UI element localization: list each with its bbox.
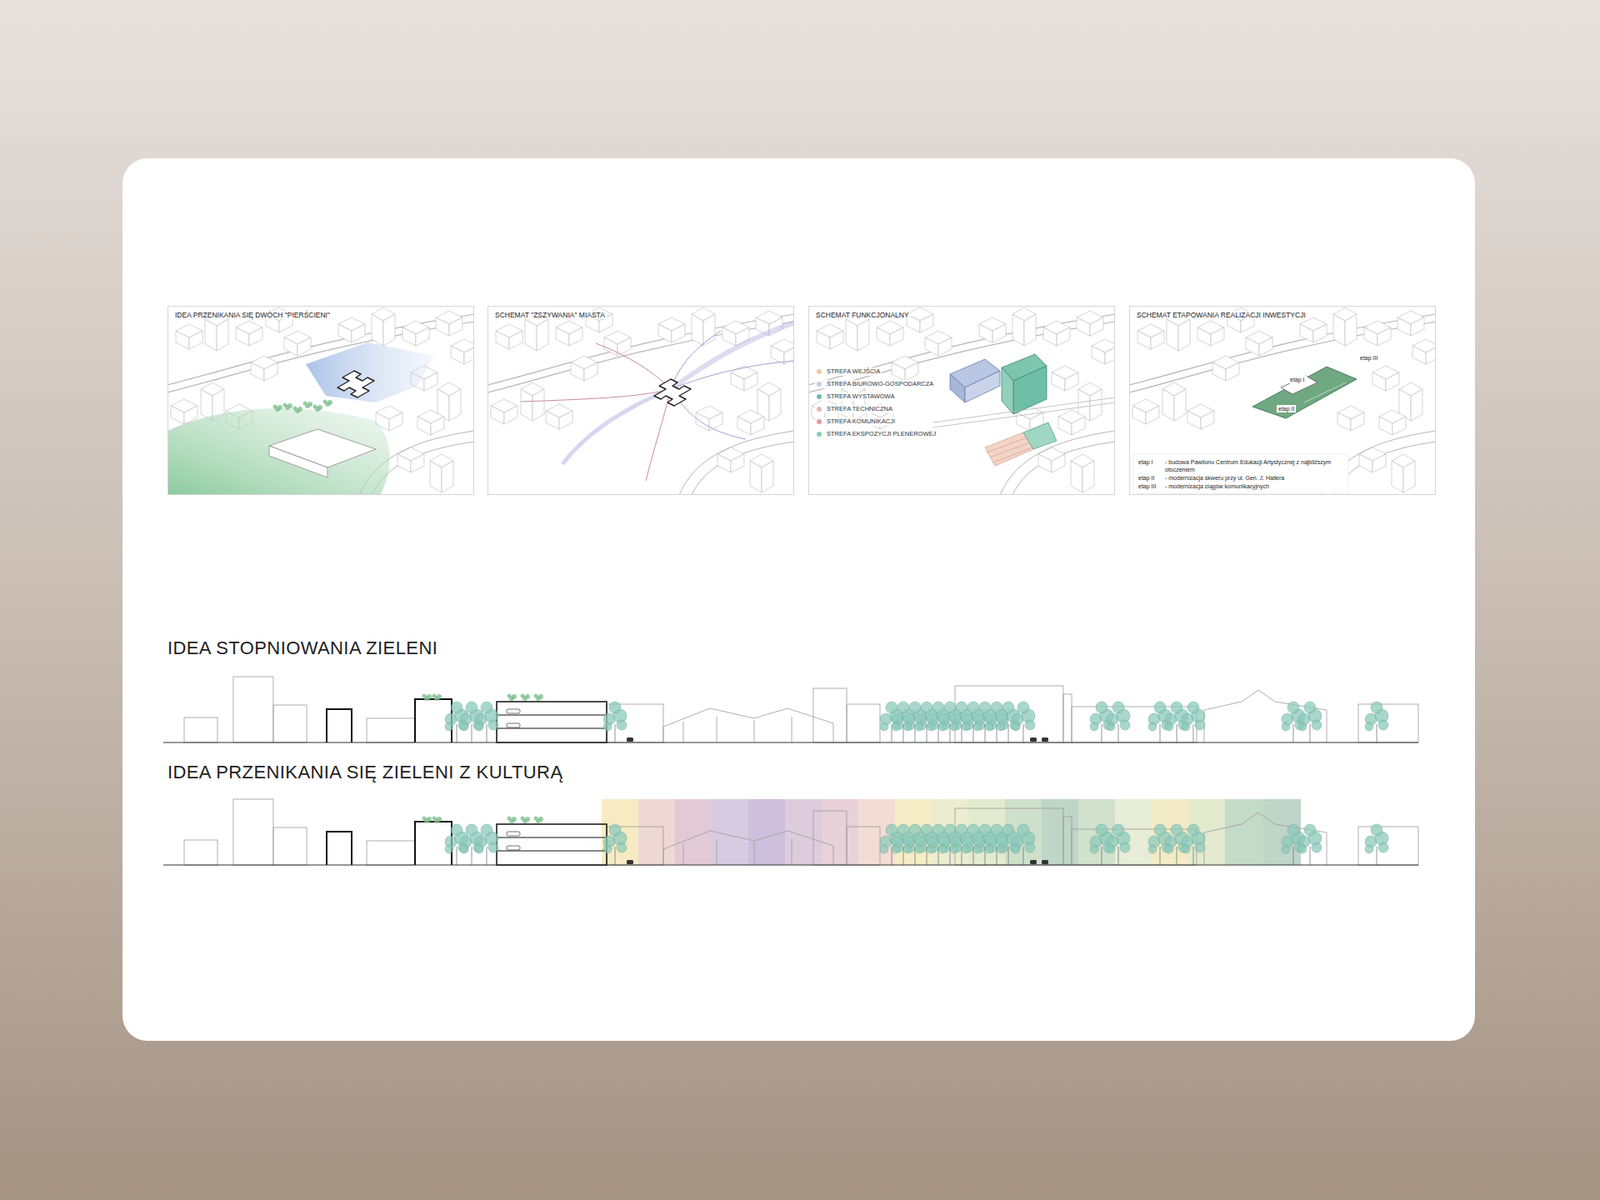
- axonometric-scheme: [808, 307, 1119, 495]
- legend-text: STREFA WYSTAWOWA: [826, 392, 895, 401]
- stitch: [645, 389, 671, 481]
- legend-text: STREFA EKSPOZYCJI PLENEROWEJ: [826, 430, 936, 439]
- panel-title: IDEA PRZENIKANIA SIĘ DWÓCH "PIERŚCIENI": [173, 310, 332, 320]
- stitch: [670, 330, 721, 390]
- legend-swatch: [816, 431, 822, 437]
- section-title: IDEA STOPNIOWANIA ZIELENI: [167, 637, 438, 659]
- tree: [283, 403, 294, 411]
- stitch: [562, 389, 671, 465]
- band: [638, 799, 675, 865]
- culture-ring: [305, 342, 435, 403]
- existing-building: [269, 445, 328, 478]
- city-context: [808, 307, 1119, 495]
- city-context: [1129, 307, 1440, 495]
- stage-tag: etap I: [1288, 375, 1307, 384]
- stitch: [520, 389, 671, 402]
- stage-name: etap II: [1138, 474, 1155, 482]
- tree: [293, 406, 304, 415]
- pavilion: [654, 379, 691, 406]
- stage-legend-box: [1133, 454, 1349, 494]
- legend-swatch: [816, 381, 822, 387]
- section-title: IDEA PRZENIKANIA SIĘ ZIELENI Z KULTURĄ: [167, 761, 563, 783]
- tree: [273, 405, 284, 413]
- exhibition-zone: [1001, 367, 1014, 415]
- scheme-panel: IDEA PRZENIKANIA SIĘ DWÓCH "PIERŚCIENI": [167, 305, 475, 495]
- band: [1041, 799, 1079, 865]
- pavilion: [1280, 375, 1318, 395]
- legend-swatch: [816, 406, 822, 412]
- legend-text: STREFA WEJŚCIA: [826, 367, 880, 376]
- band: [1225, 799, 1264, 865]
- panel-title: SCHEMAT FUNKCJONALNY: [814, 310, 911, 320]
- presentation-card: [122, 158, 1475, 1041]
- stage-tag: etap III: [1358, 354, 1380, 362]
- stage-description: - modernizacja ciągów komunikacyjnych: [1165, 482, 1270, 490]
- city-context: [167, 307, 478, 495]
- legend-text: STREFA BIUROWO-GOSPODARCZA: [826, 380, 934, 389]
- band: [821, 799, 859, 865]
- legend-text: STREFA KOMUNIKACJI: [826, 417, 895, 426]
- tree: [313, 405, 324, 413]
- legend-row: STREFA BIUROWO-GOSPODARCZA: [815, 380, 935, 389]
- legend-row: STREFA WYSTAWOWA: [815, 392, 896, 401]
- axonometric-scheme: [167, 307, 478, 495]
- legend-text: STREFA TECHNICZNA: [826, 405, 893, 414]
- stage-description: - budowa Pawilonu Centrum Edukacji Artys…: [1165, 458, 1336, 474]
- legend-swatch: [816, 419, 822, 425]
- tree: [323, 400, 334, 408]
- stitch: [670, 360, 795, 390]
- stage-description: - modernizacja skweru przy ul. Gen. J. H…: [1165, 474, 1285, 482]
- legend-row: STREFA TECHNICZNA: [815, 405, 895, 414]
- exhibition-zone: [1013, 365, 1047, 415]
- entrance-zone: [985, 432, 1034, 466]
- path: [933, 397, 1115, 428]
- communication-zone: [986, 437, 1032, 463]
- pavilion: [337, 370, 375, 398]
- panel-title: SCHEMAT ETAPOWANIA REALIZACJI INWESTYCJI: [1135, 310, 1308, 320]
- legend-row: STREFA EKSPOZYCJI PLENEROWEJ: [815, 430, 938, 439]
- stitch: [595, 343, 671, 390]
- city-context: [487, 307, 798, 495]
- office-zone: [965, 370, 1000, 403]
- street-section: [163, 799, 1419, 865]
- stage-area: [1252, 366, 1357, 419]
- legend-row: STREFA KOMUNIKACJI: [815, 417, 897, 426]
- stitching-lines: [520, 322, 795, 481]
- tree: [303, 401, 314, 410]
- path: [1304, 382, 1346, 403]
- street-section: [163, 676, 1419, 743]
- stitch: [670, 322, 795, 390]
- scheme-panel: SCHEMAT ETAPOWANIA REALIZACJI INWESTYCJI: [1129, 305, 1436, 495]
- legend-swatch: [816, 369, 822, 375]
- open-air-zone: [1023, 422, 1057, 450]
- legend-swatch: [816, 394, 822, 400]
- stage-tag: etap II: [1276, 405, 1296, 413]
- legend-row: STREFA WEJŚCIA: [815, 367, 882, 376]
- axonometric-scheme: [487, 307, 798, 495]
- office-zone: [950, 374, 965, 403]
- green-ring: [167, 408, 390, 495]
- axonometric-scheme: [1129, 307, 1440, 495]
- band: [711, 799, 749, 865]
- stage-name: etap I: [1138, 458, 1154, 466]
- panel-title: SCHEMAT "ZSZYWANIA" MIASTA: [493, 310, 607, 320]
- scheme-panel: SCHEMAT "ZSZYWANIA" MIASTA: [487, 305, 795, 495]
- stage-name: etap III: [1138, 482, 1156, 490]
